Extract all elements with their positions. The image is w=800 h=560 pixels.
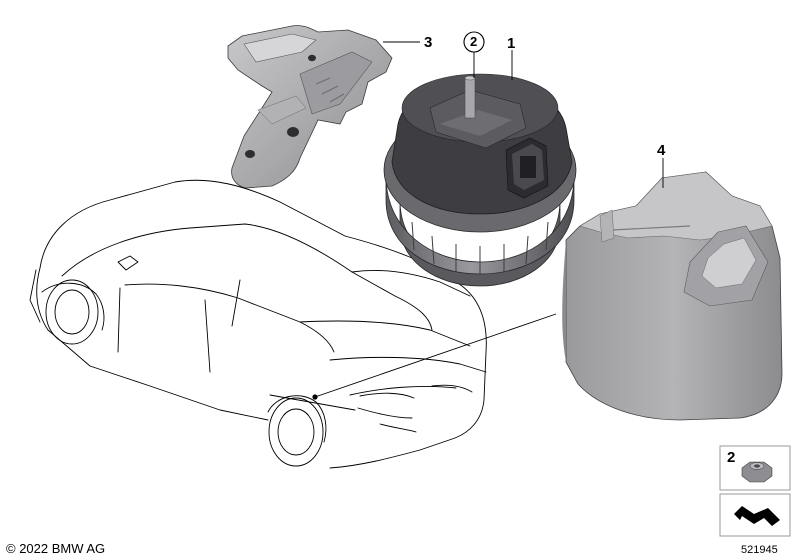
diagram-number: 521945 [741, 544, 778, 556]
callout-part-1: 1 [507, 35, 516, 52]
vehicle-outline [29, 179, 487, 469]
alarm-siren-part-1 [383, 73, 577, 287]
mounting-symbol-icon [734, 506, 780, 526]
legend-part-2-box [719, 445, 791, 491]
hex-nut-icon [741, 461, 773, 483]
bracket-part-3 [227, 25, 393, 189]
copyright-notice: © 2022 BMW AG [6, 541, 106, 556]
cover-part-4 [562, 171, 783, 421]
circled-index-part-2 [463, 31, 485, 53]
callout-part-3: 3 [424, 34, 433, 51]
location-dot [312, 394, 318, 400]
location-leader [312, 313, 557, 400]
callout-part-2-circled: 2 [470, 34, 478, 49]
legend-label-part-2: 2 [727, 449, 736, 466]
legend-symbol-box [719, 493, 791, 537]
callout-part-4: 4 [657, 142, 666, 159]
